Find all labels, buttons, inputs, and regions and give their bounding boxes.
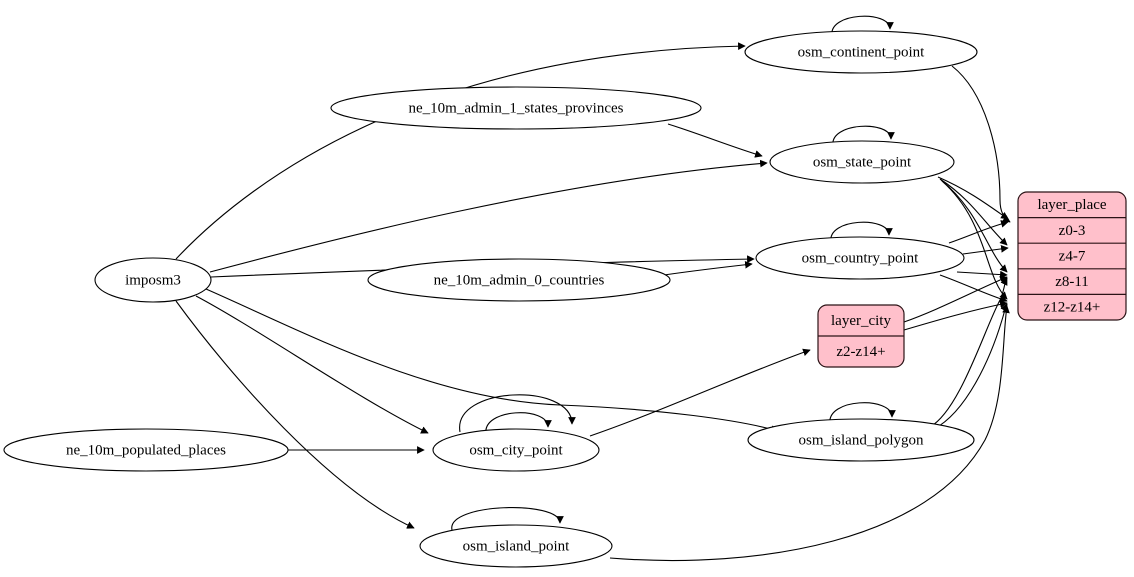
edge-osm-state-point-to-layer-place-z4-7 xyxy=(939,178,1008,246)
record-row-label-z12-z14-[interactable]: z12-z14+ xyxy=(1044,300,1101,316)
edge-ne-states-to-osm-state-point xyxy=(667,123,763,158)
node-shape-osm-continent-point xyxy=(744,30,978,74)
record-layer: layer_place z0-3 z4-7 z8-11 z12-z14+ layer_ci… xyxy=(817,191,1127,368)
self-loop-osm-island-point xyxy=(451,507,564,531)
record-row-label-z2-z14-[interactable]: z2-z14+ xyxy=(836,344,885,360)
node-label-osm-island-point: osm_island_point xyxy=(463,538,571,554)
node-label-osm-country-point: osm_country_point xyxy=(802,250,919,266)
record-node-layer-city[interactable]: layer_city z2-z14+ xyxy=(817,304,905,368)
node-shape-osm-country-point xyxy=(755,236,965,280)
node-shape-osm-island-point xyxy=(419,524,613,568)
self-loop-osm-city-point-inner xyxy=(485,412,552,435)
edge-layer xyxy=(175,15,1011,562)
edge-imposm3-to-osm-island-polygon xyxy=(205,288,779,433)
record-row-label-z8-11[interactable]: z8-11 xyxy=(1055,274,1089,290)
node-shape-ne-countries xyxy=(367,258,671,302)
record-row-label-z4-7[interactable]: z4-7 xyxy=(1059,248,1086,264)
record-box-layer-place xyxy=(1017,191,1127,321)
self-loop-osm-country-point xyxy=(830,221,893,243)
edge-osm-country-point-to-layer-place-z12-z14 xyxy=(939,274,1008,303)
node-shape-osm-island-polygon xyxy=(747,418,975,462)
edge-imposm3-to-osm-city-point xyxy=(195,295,429,434)
node-label-ne-populated: ne_10m_populated_places xyxy=(66,442,226,458)
edge-imposm3-to-osm-state-point xyxy=(209,159,768,273)
node-osm-island-polygon[interactable]: osm_island_polygon xyxy=(747,418,975,462)
node-osm-country-point[interactable]: osm_country_point xyxy=(755,236,965,280)
node-ne-countries[interactable]: ne_10m_admin_0_countries xyxy=(367,258,671,302)
node-label-imposm3: imposm3 xyxy=(125,272,181,288)
record-row-label-layer-place[interactable]: layer_place xyxy=(1037,197,1106,213)
record-row-label-z0-3[interactable]: z0-3 xyxy=(1059,223,1086,239)
node-ne-states[interactable]: ne_10m_admin_1_states_provinces xyxy=(330,86,702,130)
node-layer: imposm3 ne_10m_admin_1_states_provincesne… xyxy=(3,30,978,568)
edge-osm-country-point-to-layer-place-z0-3 xyxy=(948,220,1009,244)
edge-osm-city-point-to-layer-city xyxy=(589,348,811,437)
node-osm-city-point[interactable]: osm_city_point xyxy=(432,428,600,472)
edge-osm-continent-point-to-layer-place-z0-3 xyxy=(951,65,1011,223)
edge-ne-countries-to-osm-country-point xyxy=(663,260,753,276)
node-osm-island-point[interactable]: osm_island_point xyxy=(419,524,613,568)
self-loop-osm-city-point-outer xyxy=(459,394,576,433)
edge-osm-country-point-to-layer-place-z8-11 xyxy=(956,270,1008,279)
node-label-osm-continent-point: osm_continent_point xyxy=(798,44,925,60)
edge-osm-state-point-to-layer-place-z12-z14 xyxy=(941,180,1008,300)
node-label-osm-island-polygon: osm_island_polygon xyxy=(798,432,924,448)
node-label-ne-states: ne_10m_admin_1_states_provinces xyxy=(409,100,624,116)
node-label-osm-state-point: osm_state_point xyxy=(813,154,912,170)
node-shape-ne-states xyxy=(330,86,702,130)
node-label-osm-city-point: osm_city_point xyxy=(469,442,563,458)
node-imposm3[interactable]: imposm3 xyxy=(94,257,212,303)
self-loop-osm-island-polygon xyxy=(829,402,896,425)
node-ne-populated[interactable]: ne_10m_populated_places xyxy=(3,428,289,472)
node-shape-imposm3 xyxy=(94,257,212,303)
edge-osm-island-point-to-layer-place-z12-z14 xyxy=(609,305,1010,562)
node-osm-continent-point[interactable]: osm_continent_point xyxy=(744,30,978,74)
node-shape-ne-populated xyxy=(3,428,289,472)
edge-imposm3-to-osm-continent-point xyxy=(175,42,746,260)
self-loop-osm-state-point xyxy=(832,125,895,147)
record-row-label-layer-city[interactable]: layer_city xyxy=(831,313,891,329)
edge-layer-city-to-layer-place-z12-z14 xyxy=(903,300,1008,331)
edge-imposm3-to-osm-island-point xyxy=(175,300,415,529)
node-shape-osm-city-point xyxy=(432,428,600,472)
self-loop-osm-continent-point xyxy=(831,15,894,37)
edge-osm-state-point-to-layer-place-z0-3 xyxy=(937,176,1009,220)
node-osm-state-point[interactable]: osm_state_point xyxy=(769,140,955,184)
record-node-layer-place[interactable]: layer_place z0-3 z4-7 z8-11 z12-z14+ xyxy=(1017,191,1127,321)
edge-osm-island-polygon-to-layer-place-z8-11 xyxy=(929,277,1008,428)
node-label-ne-countries: ne_10m_admin_0_countries xyxy=(434,272,605,288)
node-shape-osm-state-point xyxy=(769,140,955,184)
edge-layer-city-to-layer-place-z8-11 xyxy=(903,276,1008,323)
edge-osm-state-point-to-layer-place-z8-11 xyxy=(940,179,1008,273)
edge-osm-country-point-to-layer-place-z4-7 xyxy=(962,245,1009,255)
